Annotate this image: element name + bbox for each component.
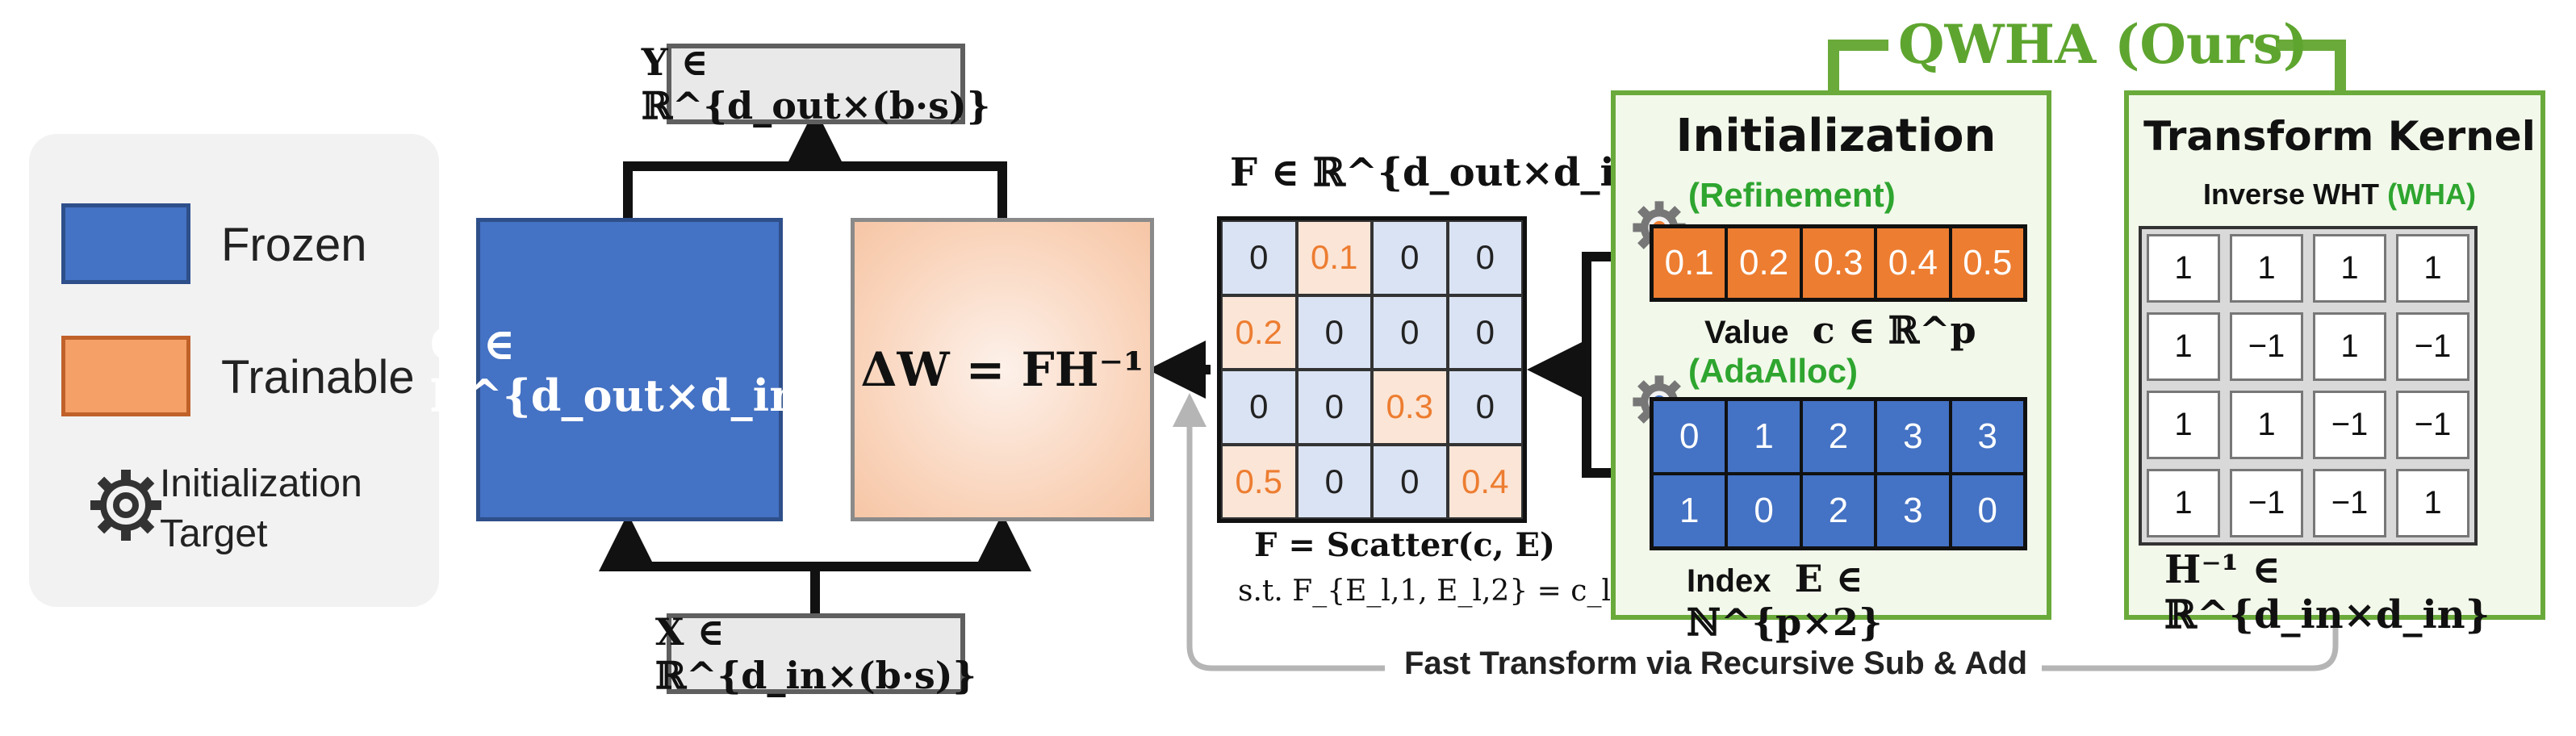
index-cell: 2	[1800, 399, 1876, 474]
f-cell: 0.1	[1296, 220, 1372, 295]
f-cell: 0	[1372, 444, 1448, 519]
f-cell: 0	[1447, 295, 1523, 370]
h-cell: 1	[2230, 391, 2303, 459]
delta-w-label: ΔW = FH⁻¹	[860, 342, 1144, 397]
f-cell: 0	[1372, 220, 1448, 295]
index-cell: 3	[1950, 399, 2025, 474]
trainable-swatch	[61, 336, 190, 416]
legend-init-label-2: Target	[160, 512, 268, 555]
h-cell: −1	[2313, 469, 2386, 537]
h-cell: 1	[2147, 312, 2220, 381]
index-cell: 2	[1800, 474, 1876, 548]
legend-trainable-label: Trainable	[221, 351, 415, 404]
legend-init-label-1: Initialization	[160, 462, 362, 505]
input-x-label: X ∈ ℝ^{d_in×(b·s)}	[654, 610, 977, 697]
index-math: E ∈ ℕ^{p×2}	[1687, 557, 1883, 644]
h-cell: −1	[2396, 312, 2469, 381]
h-cell: 1	[2147, 234, 2220, 303]
kernel-subtitle-green: (WHA)	[2387, 178, 2477, 211]
f-matrix-title: F ∈ ℝ^{d_out×d_in}	[1230, 150, 1668, 195]
value-math: c ∈ ℝ^p	[1812, 308, 1976, 352]
f-cell: 0	[1221, 370, 1297, 445]
f-cell: 0	[1296, 444, 1372, 519]
refinement-label: (Refinement)	[1688, 176, 1896, 214]
index-cell: 0	[1950, 474, 2025, 548]
adaalloc-label: (AdaAlloc)	[1688, 352, 1858, 390]
h-cell: 1	[2396, 234, 2469, 303]
index-cell: 0	[1652, 399, 1727, 474]
f-cell: 0.5	[1221, 444, 1297, 519]
index-cell: 1	[1652, 474, 1727, 548]
h-cell: −1	[2230, 312, 2303, 381]
legend: Frozen Trainable Initialization Target	[29, 134, 439, 607]
kernel-title: Transform Kernel	[2143, 113, 2536, 160]
h-cell: −1	[2313, 391, 2386, 459]
f-cell: 0	[1296, 370, 1372, 445]
h-cell: 1	[2147, 469, 2220, 537]
value-caption: Value c ∈ ℝ^p	[1704, 308, 1976, 352]
qwha-bracket	[1828, 40, 2346, 90]
f-cell: 0	[1296, 295, 1372, 370]
output-y-label: Y ∈ ℝ^{d_out×(b·s)}	[641, 40, 991, 128]
h-cell: 1	[2147, 391, 2220, 459]
index-label: Index	[1687, 563, 1771, 599]
f-caption-1: F = Scatter(c, E)	[1254, 526, 1555, 564]
f-cell: 0	[1221, 220, 1297, 295]
value-label: Value	[1704, 315, 1789, 350]
h-cell: 1	[2396, 469, 2469, 537]
output-y-box: Y ∈ ℝ^{d_out×(b·s)}	[642, 40, 991, 128]
initialization-title: Initialization	[1675, 110, 1997, 162]
value-cell: 0.4	[1876, 227, 1951, 299]
value-cell: 0.5	[1950, 227, 2025, 299]
value-cell: 0.2	[1726, 227, 1801, 299]
h-cell: 1	[2313, 234, 2386, 303]
frozen-swatch	[61, 203, 190, 284]
q-frozen-block: Q ∈ ℝ^{d_out×d_in}	[430, 218, 829, 521]
index-caption: Index E ∈ ℕ^{p×2}	[1687, 557, 2047, 644]
fast-transform-line	[1190, 410, 2339, 671]
f-cell: 0	[1372, 295, 1448, 370]
h-cell: −1	[2396, 391, 2469, 459]
h-cell: 1	[2230, 234, 2303, 303]
index-cell: 1	[1726, 399, 1801, 474]
h-cell: 1	[2313, 312, 2386, 381]
value-cell: 0.3	[1800, 227, 1876, 299]
gear-icon	[90, 470, 161, 541]
kernel-subtitle-text: Inverse WHT	[2202, 178, 2380, 211]
kernel-subtitle: Inverse WHT (WHA)	[2129, 178, 2550, 211]
input-x-box: X ∈ ℝ^{d_in×(b·s)}	[655, 610, 976, 697]
value-cell: 0.1	[1652, 227, 1727, 299]
delta-w-block: ΔW = FH⁻¹	[851, 218, 1154, 521]
q-label: Q ∈ ℝ^{d_out×d_in}	[429, 318, 830, 421]
f-cell: 0.2	[1221, 295, 1297, 370]
h-cell: −1	[2230, 469, 2303, 537]
index-cell: 3	[1876, 474, 1951, 548]
f-cell: 0.3	[1372, 370, 1448, 445]
output-merge-line	[623, 161, 1007, 218]
index-cell: 3	[1876, 399, 1951, 474]
f-cell: 0	[1447, 370, 1523, 445]
qwha-title: QWHA (Ours)	[1898, 13, 2309, 76]
f-cell: 0.4	[1447, 444, 1523, 519]
legend-frozen-label: Frozen	[221, 219, 367, 271]
index-cell: 0	[1726, 474, 1801, 548]
f-cell: 0	[1447, 220, 1523, 295]
f-caption-2: s.t. F_{E_l,1, E_l,2} = c_l	[1238, 575, 1611, 608]
fast-transform-label: Fast Transform via Recursive Sub & Add	[1404, 646, 2028, 681]
kernel-math: H⁻¹ ∈ ℝ^{d_in×d_in}	[2164, 547, 2490, 638]
